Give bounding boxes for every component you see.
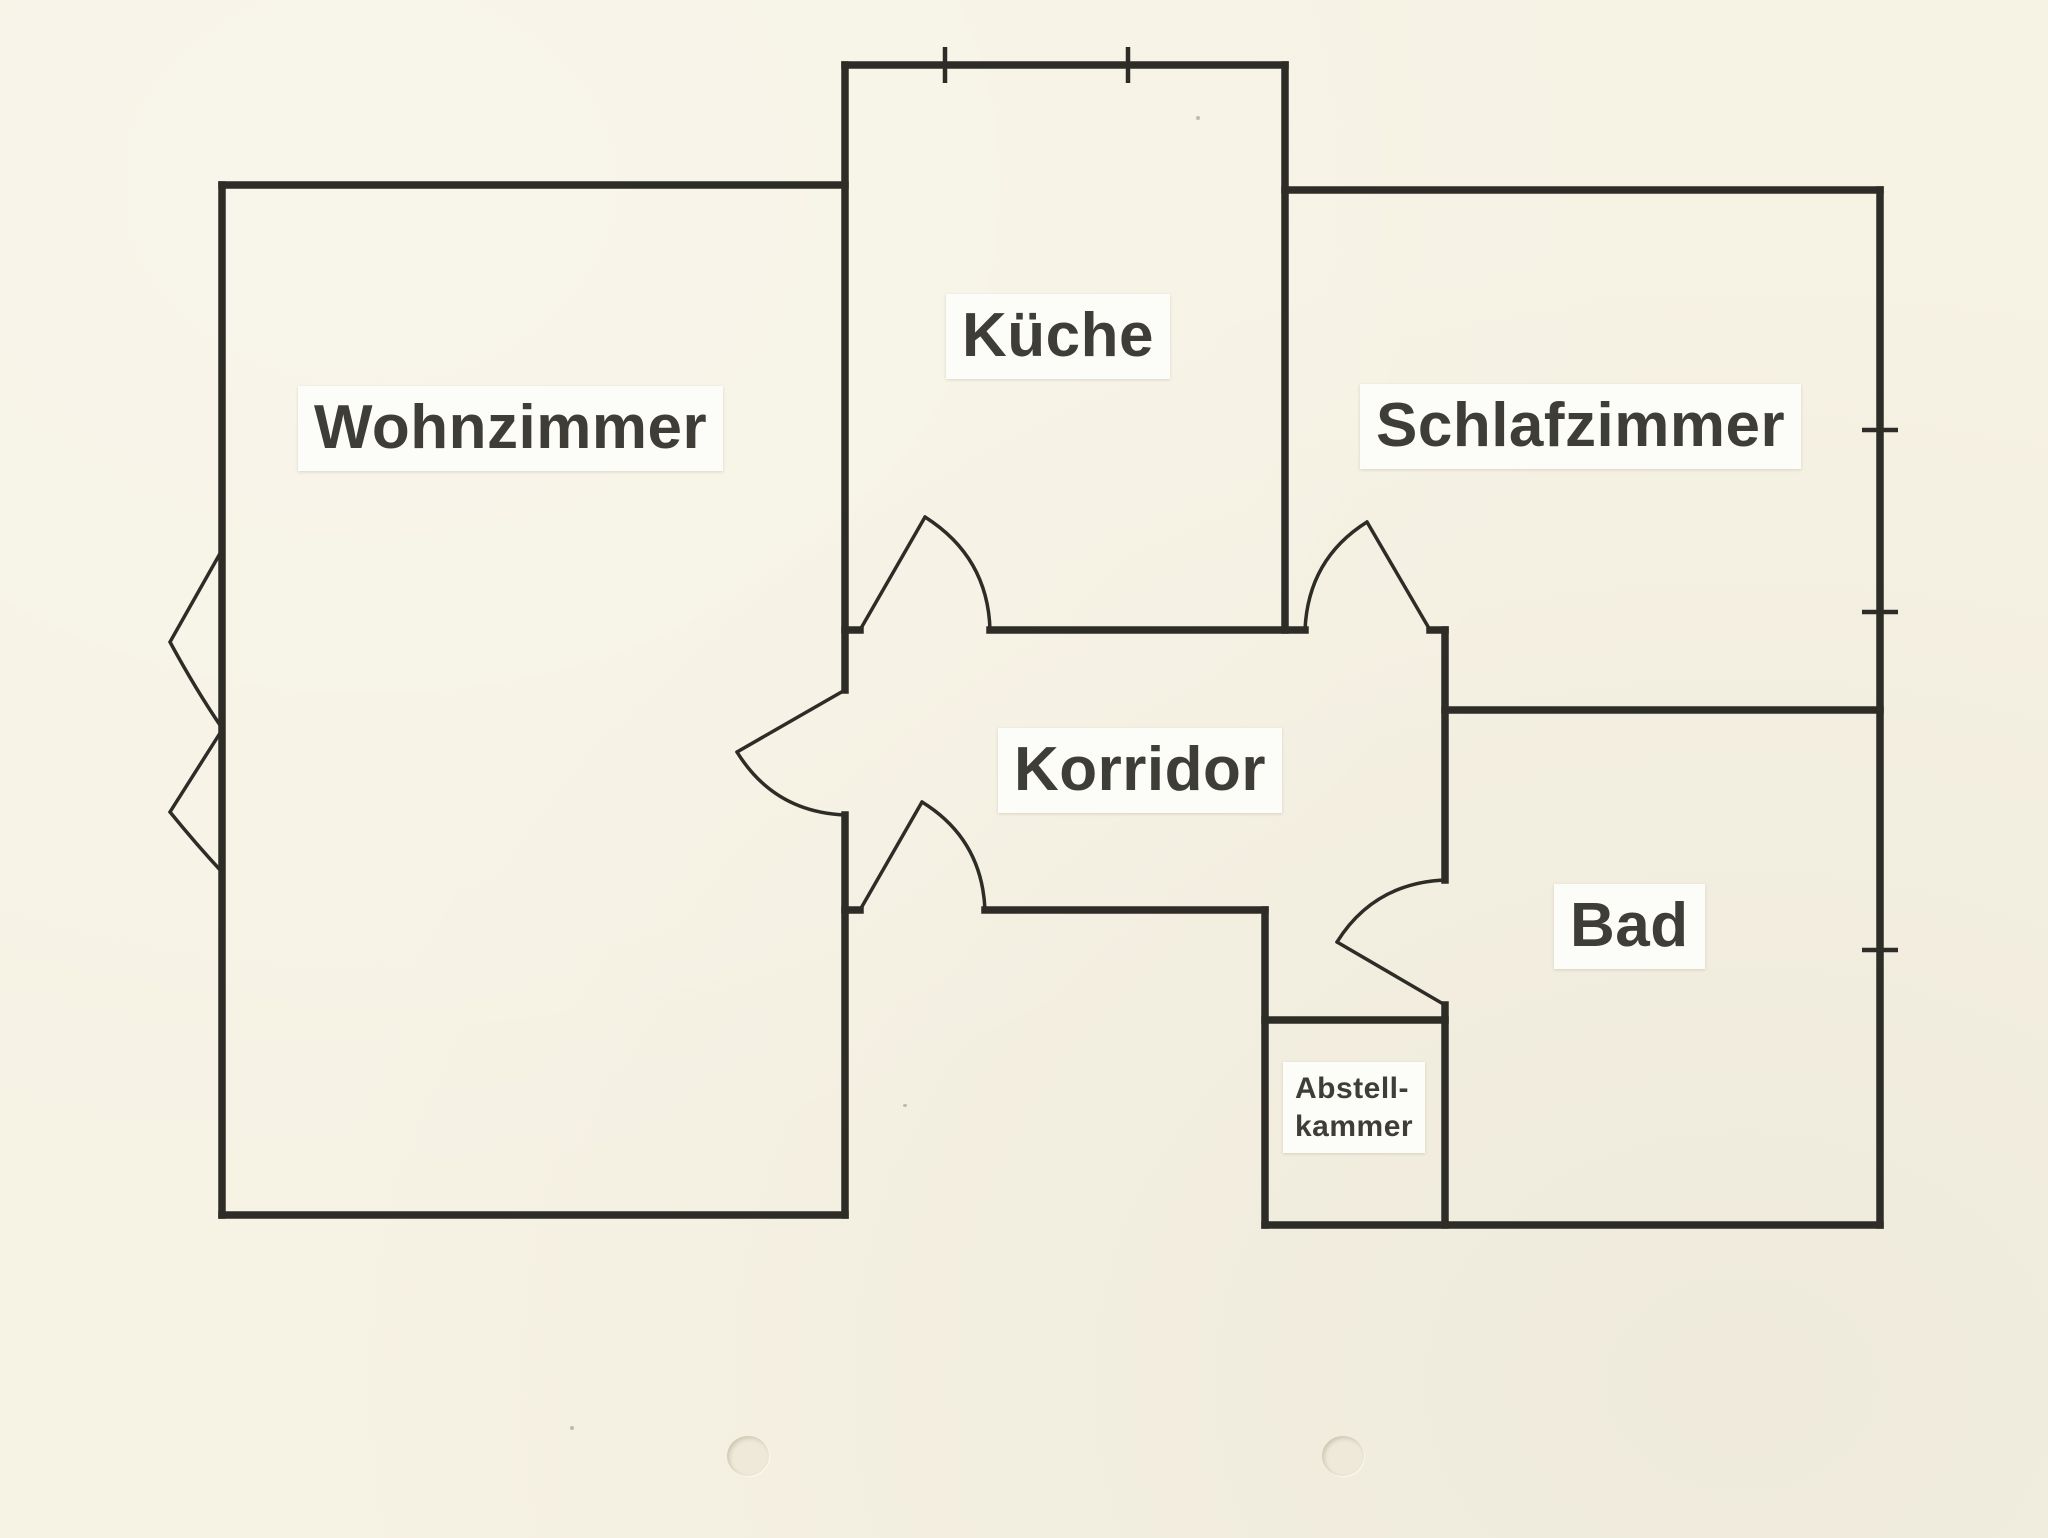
door-leaf-schlafzimmer [1365,520,1432,632]
door-arc-kueche [923,515,992,632]
room-label-korridor: Korridor [998,728,1282,813]
door-leaf-bad [1335,940,1447,1007]
room-label-abstellkammer-line1: Abstell- [1295,1072,1410,1105]
door-arc-bad [1335,878,1447,944]
room-label-bad: Bad [1554,884,1705,969]
room-label-abstellkammer-line2: kammer [1295,1109,1414,1143]
room-label-wohnzimmer: Wohnzimmer [298,386,724,471]
paper-speck [903,1104,907,1107]
door-arc-wohnzimmer [735,750,847,817]
windows [167,47,1898,953]
punch-hole-left [727,1436,769,1476]
door-leaf-korridor [858,800,924,912]
doors [735,515,1447,1007]
room-label-schlafzimmer: Schlafzimmer [1360,384,1802,469]
door-leaf-wohnzimmer [735,688,847,754]
paper-speck [570,1426,574,1430]
window-casement-wohnzimmer-1 [167,548,224,730]
door-arc-korridor [920,800,987,912]
door-arc-schlafzimmer [1303,520,1369,632]
room-label-abstellkammer: Abstell- kammer [1283,1062,1426,1153]
door-leaf-kueche [858,515,927,632]
walls [218,61,1884,1229]
punch-hole-right [1322,1436,1364,1476]
room-label-kueche: Küche [946,294,1170,379]
window-casement-wohnzimmer-2 [167,728,224,874]
paper-speck [1196,116,1200,120]
